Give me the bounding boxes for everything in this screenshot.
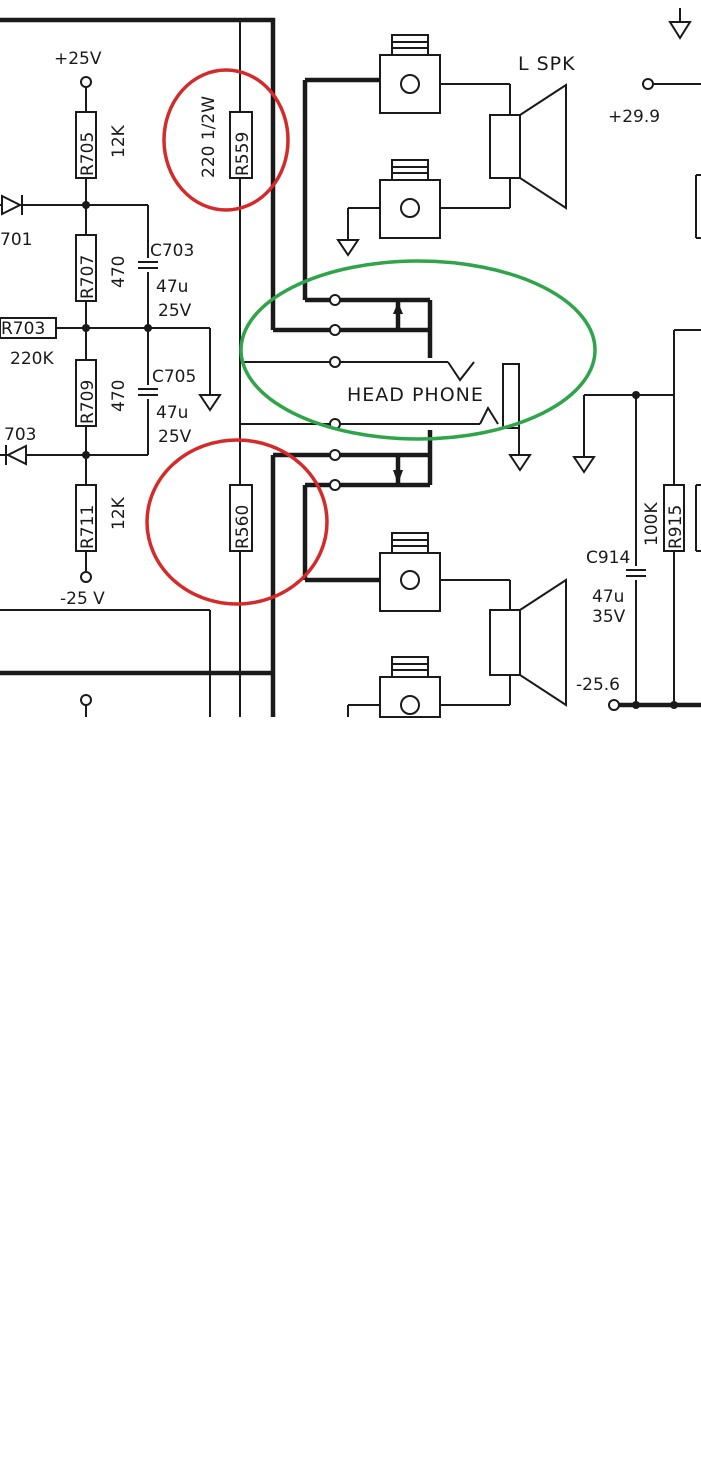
label-r915-value: 100K	[642, 502, 662, 546]
label-d703: 703	[4, 425, 36, 445]
speaker-upper	[489, 114, 521, 179]
lower-left-block	[0, 609, 275, 717]
label-r709: R709	[78, 380, 98, 424]
label-r711: R711	[78, 505, 98, 549]
annotation-green-ellipse-headphone	[239, 259, 597, 441]
label-r559-value: 220 1/2W	[199, 96, 219, 178]
label-c705-value: 47u	[156, 403, 188, 423]
bus-lines	[0, 17, 430, 717]
annotations	[145, 68, 597, 606]
label-r559: R559	[233, 132, 253, 176]
label-r705-value: 12K	[109, 124, 129, 158]
speaker-lower	[489, 609, 521, 676]
label-d701: 701	[0, 230, 32, 250]
label-r703-value: 220K	[10, 349, 54, 369]
label-plus25v: +25V	[54, 49, 102, 69]
resistor-r560	[229, 484, 253, 552]
label-minus25-6: -25.6	[576, 675, 620, 695]
label-r709-value: 470	[109, 380, 129, 412]
annotation-red-circle-r560	[145, 438, 329, 606]
label-r711-value: 12K	[109, 496, 129, 530]
label-r705: R705	[78, 132, 98, 176]
label-plus29-9: +29.9	[608, 107, 660, 127]
labels: +25V -25 V +29.9 -25.6 L SPK HEAD PHONE …	[0, 49, 686, 695]
label-c703-voltage: 25V	[158, 301, 192, 321]
label-c703-value: 47u	[156, 277, 188, 297]
label-c705: C705	[152, 367, 196, 387]
label-c914: C914	[586, 548, 630, 568]
annotation-red-circle-r559	[162, 68, 290, 212]
label-r707: R707	[78, 255, 98, 299]
speaker-section	[336, 34, 567, 718]
label-c705-voltage: 25V	[158, 427, 192, 447]
resistor-r915	[663, 484, 685, 552]
label-c914-voltage: 35V	[592, 607, 626, 627]
label-c914-value: 47u	[592, 587, 624, 607]
diode-d703	[5, 444, 27, 466]
label-c703: C703	[150, 241, 194, 261]
label-r560: R560	[233, 505, 253, 549]
label-minus25v: -25 V	[60, 589, 105, 609]
label-r915: R915	[666, 505, 686, 549]
diode-d701	[1, 194, 23, 216]
bias-network	[0, 76, 222, 583]
headphone-jack	[240, 77, 532, 673]
label-head-phone: HEAD PHONE	[347, 384, 484, 406]
right-supply-section	[572, 8, 701, 711]
label-r707-value: 470	[109, 256, 129, 288]
label-r703: R703	[1, 319, 45, 339]
label-l-spk: L SPK	[518, 53, 576, 75]
